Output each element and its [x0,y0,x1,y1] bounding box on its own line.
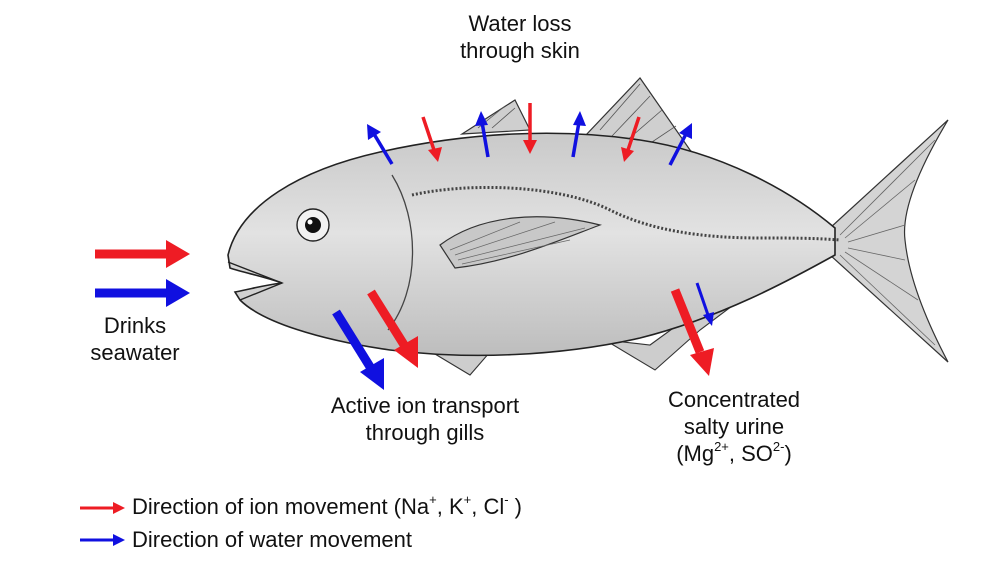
urine-ion-arrow-head [690,348,714,376]
fish-pupil [305,217,321,233]
k-charge: + [463,491,472,507]
legend-water-arrow-head [113,534,125,546]
gill-cover [387,174,414,331]
drink-ion-arrow-head [166,240,190,268]
urine-ions-close: ) [784,441,792,466]
mg-charge: 2+ [714,438,729,454]
water-loss-label: Water loss through skin [420,10,620,64]
fish-mouth [227,261,284,301]
legend-ion-text: Direction of ion movement (Na+, K+, Cl- … [132,491,523,520]
urine-water-arrow-shaft [695,282,710,316]
skin-ion-arrows [421,103,641,162]
urine-ions: (Mg2+, SO2-) [634,440,834,467]
gill-water-arrow-shaft [332,309,376,373]
legend-k: , K [436,494,464,519]
skin-water-arrows [367,111,692,166]
gill-ion-arrow-head [394,336,418,368]
gill-ion-arrow-shaft [367,289,410,351]
drinks-line-1: Drinks [103,313,167,338]
na-charge: + [429,491,437,507]
drinks-line-2: seawater [90,340,180,365]
legend-ion-label: Direction of ion movement (Na [132,494,430,519]
legend-close-paren: ) [508,494,523,519]
legend-water-label: Direction of water movement [132,527,412,552]
legend-cl: , Cl [471,494,505,519]
gills-line-1: Active ion transport [330,393,520,418]
gills-line-2: through gills [365,420,485,445]
cl-charge: - [504,491,509,507]
tail-rays [839,139,936,346]
pectoral-fin-rays [449,221,586,265]
urine-line-2: salty urine [683,414,785,439]
so-charge: 2- [772,438,785,454]
urine-ion-arrow-shaft [670,288,705,354]
urine-water-arrow-head [703,312,714,326]
urine-line-1: Concentrated [667,387,801,412]
gill-water-arrow-head [360,358,384,390]
gills-label: Active ion transport through gills [300,392,550,446]
drinks-seawater-label: Drinks seawater [60,312,210,366]
tail-fin [829,119,949,363]
drink-water-arrow-head [166,279,190,307]
urine-label: Concentrated salty urine (Mg2+, SO2-) [634,386,834,467]
water-loss-line-2: through skin [460,38,580,63]
eye-highlight [307,219,313,225]
urine-ions-so: , SO [728,441,773,466]
urine-ions-open: (Mg [676,441,715,466]
pectoral-fin [439,216,603,269]
legend-ion-arrow-head [113,502,125,514]
dorsal-fin-front [459,99,531,135]
legend-water-text: Direction of water movement [132,527,412,553]
water-loss-line-1: Water loss [468,11,572,36]
